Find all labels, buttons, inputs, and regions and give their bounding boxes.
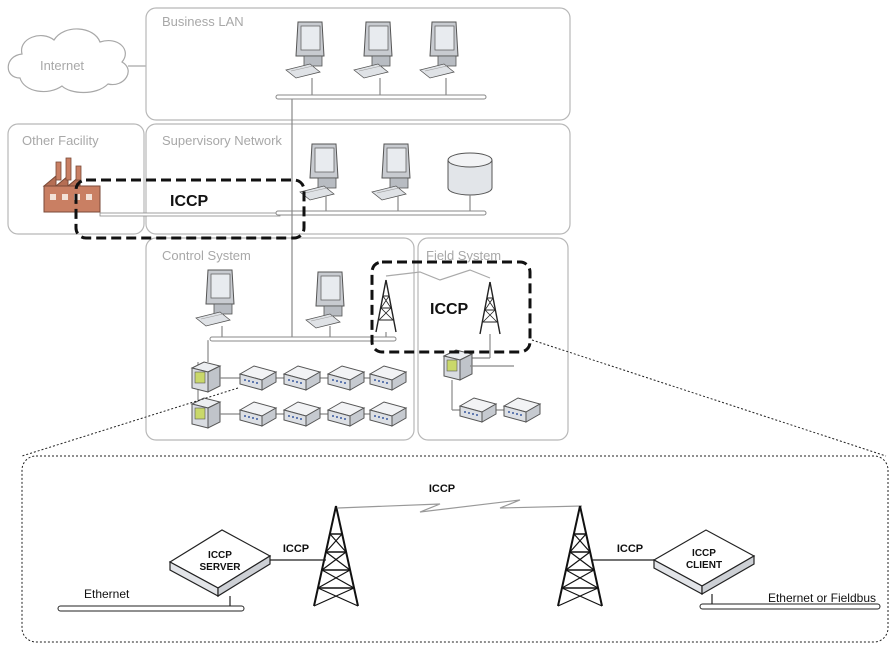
- fieldbus-bus: [699, 603, 881, 610]
- client-label-line1: ICCP: [692, 548, 716, 559]
- plc-icon: [191, 397, 221, 429]
- field-system-zone: [417, 237, 569, 441]
- internet-label: Internet: [40, 58, 84, 73]
- iccp-label: ICCP: [429, 483, 455, 495]
- other-facility-label: Other Facility: [22, 133, 99, 148]
- supervisory-bus: [275, 210, 487, 216]
- workstation-icon: [285, 21, 325, 79]
- workstation-icon: [371, 143, 411, 201]
- field-device-icon: [327, 401, 365, 427]
- ethernet-fieldbus-label: Ethernet or Fieldbus: [768, 591, 876, 605]
- database-icon: [447, 152, 493, 196]
- field-device-icon: [239, 401, 277, 427]
- plc-icon: [443, 349, 473, 381]
- zoom-line-right: [531, 339, 887, 457]
- factory-icon: [42, 157, 101, 213]
- ethernet-bus: [57, 605, 245, 612]
- zoom-line-left: [21, 387, 239, 457]
- radio-tower-icon: [557, 505, 603, 607]
- control-system-label: Control System: [162, 248, 251, 263]
- iccp-label: ICCP: [430, 301, 469, 318]
- field-device-icon: [503, 397, 541, 423]
- radio-tower-icon: [375, 279, 397, 333]
- field-device-icon: [369, 401, 407, 427]
- workstation-icon: [195, 269, 235, 327]
- radio-tower-icon: [479, 281, 501, 335]
- other-facility-zone: [7, 123, 145, 235]
- supervisory-network-label: Supervisory Network: [162, 133, 282, 148]
- iccp-server-device: ICCP SERVER: [168, 529, 272, 598]
- workstation-icon: [419, 21, 459, 79]
- field-device-icon: [369, 365, 407, 391]
- radio-tower-icon: [313, 505, 359, 607]
- server-label-line1: ICCP: [208, 550, 232, 561]
- business-lan-zone: [145, 7, 571, 121]
- client-label-line2: CLIENT: [686, 560, 722, 571]
- workstation-icon: [353, 21, 393, 79]
- field-device-icon: [283, 365, 321, 391]
- control-bus: [209, 336, 397, 342]
- workstation-icon: [305, 271, 345, 329]
- iccp-highlight-right: [370, 260, 532, 354]
- server-label-line2: SERVER: [200, 562, 242, 573]
- internet-cloud: Internet: [7, 28, 129, 94]
- field-device-icon: [327, 365, 365, 391]
- iccp-label: ICCP: [617, 543, 643, 555]
- iccp-label: ICCP: [170, 193, 209, 210]
- wireless-link: [337, 499, 583, 513]
- field-system-label: Field System: [426, 248, 501, 263]
- business-lan-bus: [275, 94, 487, 100]
- field-device-icon: [283, 401, 321, 427]
- iccp-client-device: ICCP CLIENT: [652, 529, 756, 596]
- business-lan-label: Business LAN: [162, 14, 244, 29]
- plc-icon: [191, 361, 221, 393]
- field-device-icon: [459, 397, 497, 423]
- iccp-highlight-left: [74, 178, 306, 240]
- facility-link-bus: [99, 212, 281, 217]
- iccp-label: ICCP: [283, 543, 309, 555]
- wireless-link: [385, 269, 491, 281]
- ethernet-label: Ethernet: [84, 587, 130, 601]
- workstation-icon: [299, 143, 339, 201]
- field-device-icon: [239, 365, 277, 391]
